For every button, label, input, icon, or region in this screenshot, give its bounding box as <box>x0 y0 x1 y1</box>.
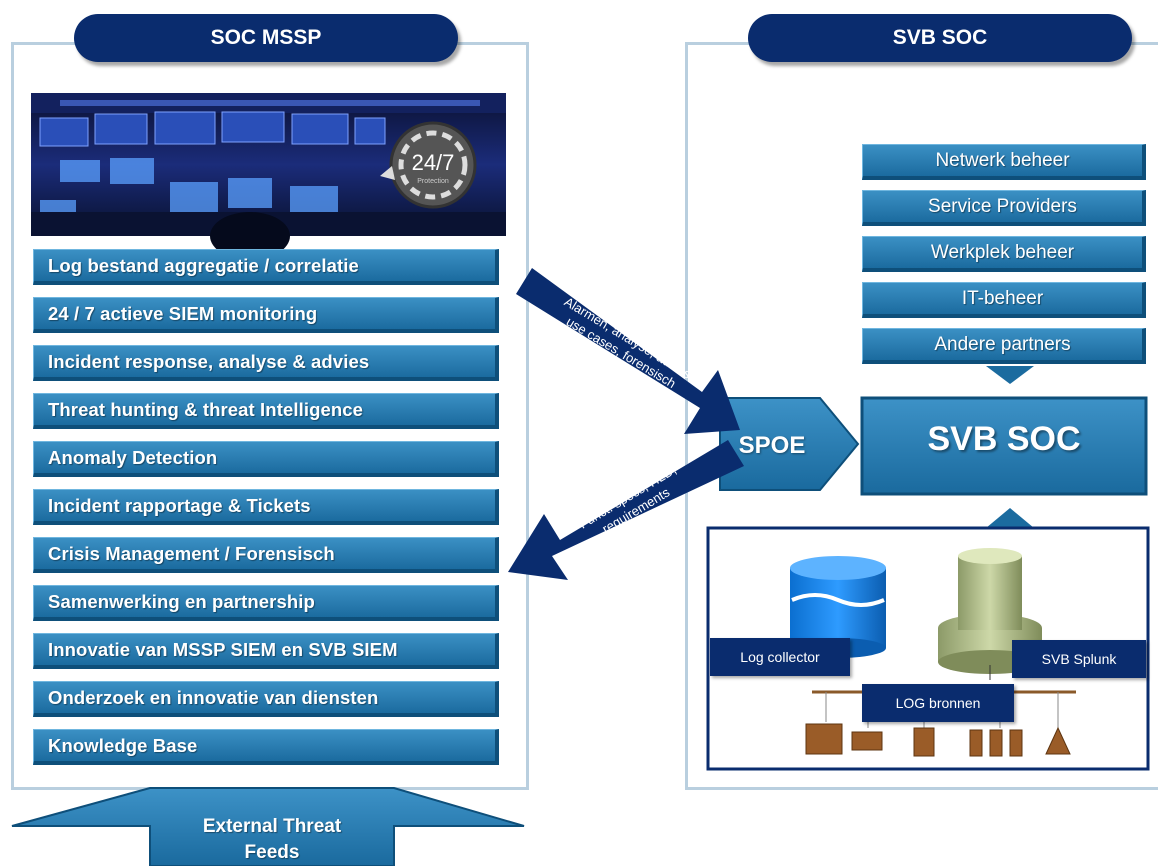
badge-protection-text: Protection <box>417 178 449 185</box>
partner-werkplek-beheer: Werkplek beheer <box>862 236 1146 272</box>
svb-soc-title: SVB SOC <box>748 14 1132 62</box>
service-threat-hunting: Threat hunting & threat Intelligence <box>33 393 499 429</box>
service-siem-monitoring: 24 / 7 actieve SIEM monitoring <box>33 297 499 333</box>
service-incident-reporting: Incident rapportage & Tickets <box>33 489 499 525</box>
external-feeds-line-2: Feeds <box>244 842 300 863</box>
partner-andere-partners: Andere partners <box>862 328 1146 364</box>
service-research: Onderzoek en innovatie van diensten <box>33 681 499 717</box>
partner-it-beheer: IT-beheer <box>862 282 1146 318</box>
service-siem-innovation: Innovatie van MSSP SIEM en SVB SIEM <box>33 633 499 669</box>
badge-24-7-text: 24/7 <box>411 150 455 175</box>
service-partnership: Samenwerking en partnership <box>33 585 499 621</box>
external-feeds-label: External Threat Feeds <box>150 814 394 866</box>
arrow-to-mssp-line-1: Funct. specs, HLD, <box>576 461 679 532</box>
service-crisis-management: Crisis Management / Forensisch <box>33 537 499 573</box>
service-incident-response: Incident response, analyse & advies <box>33 345 499 381</box>
log-collector-label: Log collector <box>710 638 850 676</box>
svb-splunk-label: SVB Splunk <box>1012 640 1146 678</box>
service-log-aggregation: Log bestand aggregatie / correlatie <box>33 249 499 285</box>
service-anomaly-detection: Anomaly Detection <box>33 441 499 477</box>
service-knowledge-base: Knowledge Base <box>33 729 499 765</box>
partner-netwerk-beheer: Netwerk beheer <box>862 144 1146 180</box>
svb-soc-label: SVB SOC <box>927 420 1081 458</box>
spoe-label: SPOE <box>738 432 806 459</box>
partner-service-providers: Service Providers <box>862 190 1146 226</box>
log-sources-label: LOG bronnen <box>862 684 1014 722</box>
external-feeds-line-1: External Threat <box>202 816 342 837</box>
soc-mssp-title: SOC MSSP <box>74 14 458 62</box>
